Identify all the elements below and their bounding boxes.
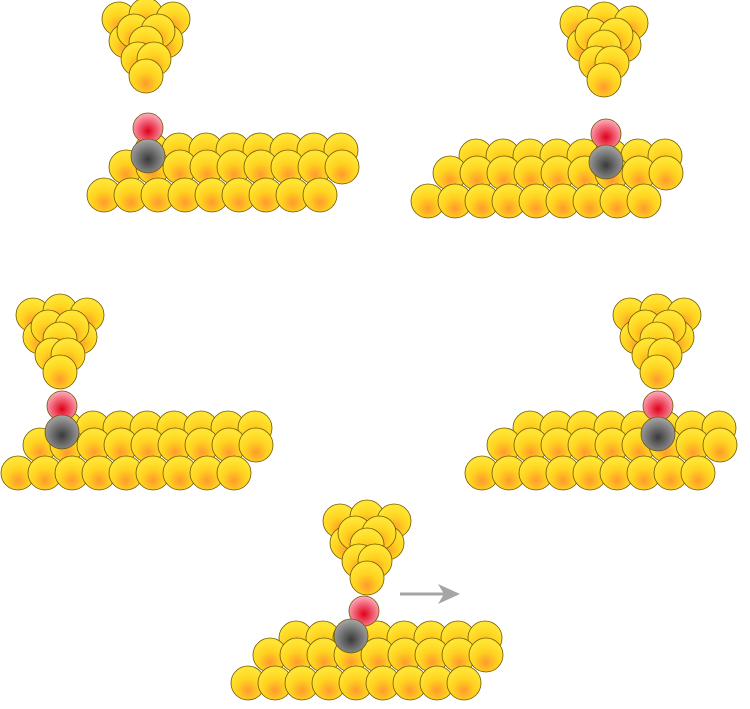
gold-atom — [446, 665, 482, 701]
gold-atom — [302, 177, 338, 213]
oxygen-atom — [590, 118, 622, 150]
panel-2 — [410, 1, 684, 219]
panel-5 — [230, 499, 504, 701]
oxygen-atom — [132, 112, 164, 144]
gold-atom — [42, 354, 78, 390]
co-molecule — [44, 390, 80, 450]
gold-atom — [680, 455, 716, 491]
carbon-atom — [44, 414, 80, 450]
gold-atom — [468, 637, 504, 673]
oxygen-atom — [642, 390, 674, 422]
gold-surface — [410, 138, 684, 219]
gold-tip-cluster — [15, 293, 105, 390]
co-molecule — [130, 112, 166, 174]
carbon-atom — [333, 618, 369, 654]
panel-3 — [0, 293, 274, 491]
carbon-atom — [130, 138, 166, 174]
gold-surface — [0, 410, 274, 491]
gold-surface — [230, 620, 504, 701]
co-molecule — [333, 595, 380, 654]
gold-atom — [349, 560, 385, 596]
gold-atom — [639, 354, 675, 390]
gold-tip-cluster — [101, 0, 191, 94]
panel-1 — [86, 0, 360, 213]
gold-atom — [626, 183, 662, 219]
carbon-atom — [588, 144, 624, 180]
gold-atom — [648, 155, 684, 191]
panel-4 — [464, 293, 738, 491]
arrow-head — [438, 584, 460, 604]
gold-atom — [324, 149, 360, 185]
right-arrow-icon — [400, 584, 460, 604]
gold-tip-cluster — [322, 499, 412, 596]
gold-atom — [238, 427, 274, 463]
gold-atom — [702, 427, 738, 463]
gold-atom — [216, 455, 252, 491]
gold-surface — [86, 132, 360, 213]
carbon-atom — [640, 416, 676, 452]
co-molecule — [640, 390, 676, 452]
gold-atom — [128, 58, 164, 94]
gold-tip-cluster — [559, 1, 649, 98]
gold-atom — [586, 62, 622, 98]
co-molecule — [588, 118, 624, 180]
gold-surface — [464, 410, 738, 491]
gold-tip-cluster — [612, 293, 702, 390]
